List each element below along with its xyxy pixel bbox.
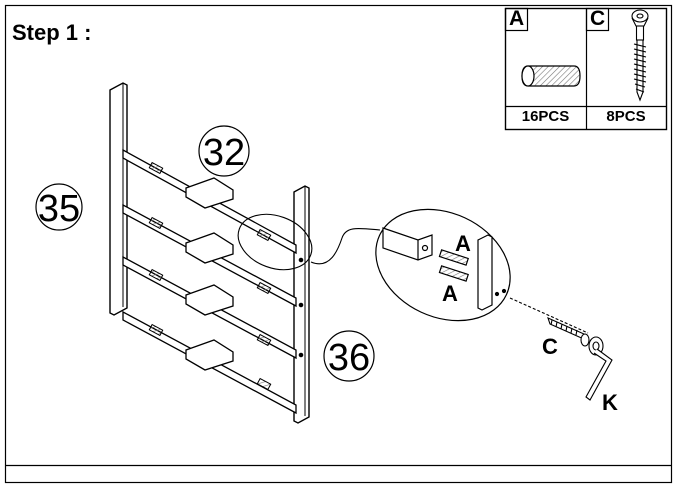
part-letter-c: C [590,7,606,30]
part-qty-c: 8PCS [606,108,646,125]
callout-circle-35 [35,183,83,231]
detail-leader-line [310,227,381,265]
detail-view [375,208,511,322]
screw-icon [631,9,649,102]
step-title: Step 1 : [12,20,92,45]
part-letter-a: A [509,7,525,30]
callout-circle-32 [198,125,250,177]
callout-35: 35 [38,188,80,230]
callout-circle-36 [323,330,375,382]
label-A-bottom: A [442,281,458,306]
callout-36: 36 [328,337,370,379]
part-qty-a: 16PCS [521,108,570,125]
page-border [4,4,673,484]
side-panel-36 [293,185,310,424]
parts-table [504,7,668,131]
side-panel-35 [109,82,128,316]
label-C: C [542,334,558,359]
dowel-marks [148,161,272,391]
rails-32 [122,148,297,415]
callout-32: 32 [203,132,245,174]
wooden-dowel-icon [521,65,581,87]
label-A-top: A [455,231,471,256]
screw-and-hex-key [509,297,613,401]
detail-marker-ellipse [237,213,313,271]
label-K: K [602,390,618,415]
